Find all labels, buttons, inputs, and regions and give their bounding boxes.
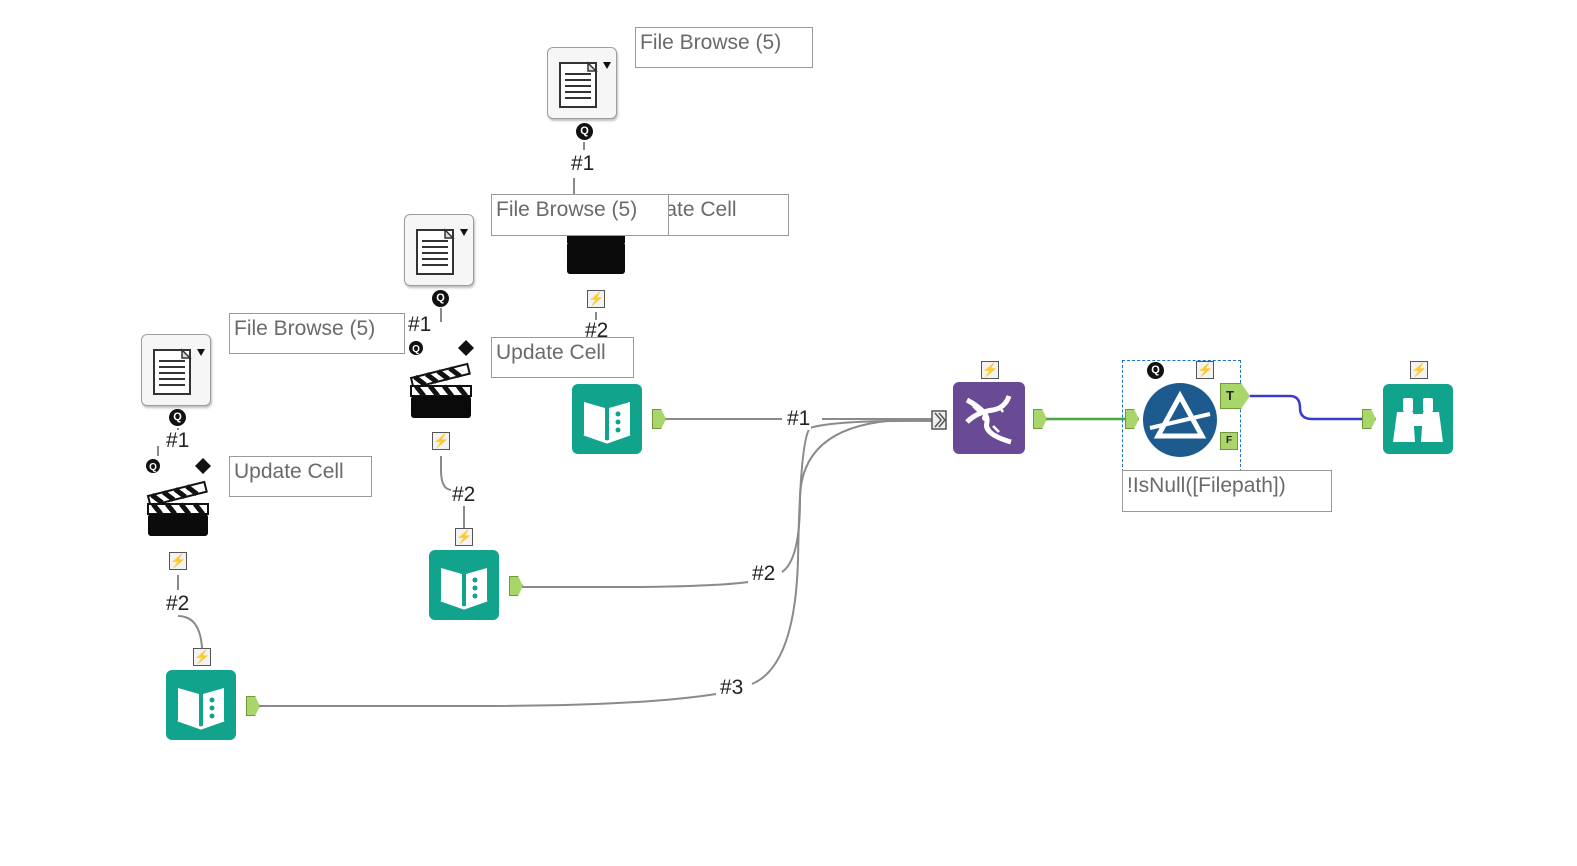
document-file-icon [153,348,205,395]
question-anchor-1[interactable]: Q [576,123,593,140]
false-anchor-filter[interactable]: F [1220,432,1238,450]
lightning-anchor-uc1[interactable]: ⚡ [587,290,605,308]
update-cell-tool-1[interactable] [565,228,627,276]
wire-fb1-uc1 [573,142,585,196]
connection-label-union-2: #2 [751,562,777,585]
binoculars-browse-icon [1393,398,1443,442]
question-anchor-filter[interactable]: Q [1147,362,1164,379]
filter-expression-label: !IsNull([Filepath]) [1122,470,1332,512]
browse-tool[interactable] [1383,384,1453,454]
filter-prism-icon [1143,383,1217,457]
svg-text:Q: Q [412,344,420,355]
connection-label-fb3: #1 [165,429,191,452]
clapperboard-action-icon: Q [146,458,211,536]
document-file-icon [416,228,468,275]
update-cell-tool-2[interactable]: Q [404,338,476,422]
input-anchor-browse[interactable] [1362,409,1376,429]
filter-tool[interactable] [1142,382,1218,458]
input-data-tool-2[interactable] [429,550,499,620]
lightning-anchor-uc2[interactable]: ⚡ [432,432,450,450]
clapperboard-action-icon: Q [409,340,474,418]
connection-label-union-1: #1 [786,407,812,430]
connection-label-fb2: #1 [407,313,433,336]
file-browse-label-2: File Browse (5) [491,194,669,236]
lightning-anchor-in3[interactable]: ⚡ [193,648,211,666]
wire-in3-union [258,419,935,707]
file-browse-tool-2[interactable] [404,214,474,286]
lightning-anchor-filter[interactable]: ⚡ [1196,361,1214,379]
connection-label-uc3: #2 [165,592,191,615]
clapperboard-action-icon [567,234,625,274]
file-browse-tool-3[interactable] [141,334,211,406]
input-anchor-filter[interactable] [1125,409,1139,429]
document-file-icon [559,61,611,108]
lightning-anchor-uc3[interactable]: ⚡ [169,552,187,570]
update-cell-label-3: Update Cell [229,456,372,497]
output-anchor-union[interactable] [1033,409,1047,429]
wire-uc3-in3 [177,575,203,649]
lightning-anchor-browse[interactable]: ⚡ [1410,361,1428,379]
connection-label-uc1: #2 [584,319,610,342]
question-anchor-2[interactable]: Q [432,290,449,307]
book-input-icon [440,568,488,610]
connection-label-union-3: #3 [719,676,745,699]
svg-text:Q: Q [149,462,157,473]
input-data-tool-1[interactable] [572,384,642,454]
wire-uc2-in2 [440,456,465,528]
update-cell-tool-3[interactable]: Q [141,456,213,540]
file-browse-label-3: File Browse (5) [229,313,405,354]
update-cell-label-2: Update Cell [491,337,634,378]
lightning-anchor-in2[interactable]: ⚡ [455,528,473,546]
connection-label-fb1: #1 [570,152,596,175]
input-data-tool-3[interactable] [166,670,236,740]
file-browse-tool-1[interactable] [547,47,617,119]
union-input-marker [931,410,947,430]
wire-filter-browse [1250,394,1366,421]
lightning-anchor-union[interactable]: ⚡ [981,361,999,379]
file-browse-label-1: File Browse (5) [635,27,813,68]
output-anchor-in3[interactable] [246,696,260,716]
output-anchor-in1[interactable] [652,409,666,429]
question-anchor-3[interactable]: Q [169,409,186,426]
output-anchor-in2[interactable] [509,576,523,596]
connection-label-uc2: #2 [451,483,477,506]
book-input-icon [583,402,631,444]
book-input-icon [177,688,225,730]
dna-union-icon [965,395,1012,445]
union-tool[interactable] [953,382,1025,454]
